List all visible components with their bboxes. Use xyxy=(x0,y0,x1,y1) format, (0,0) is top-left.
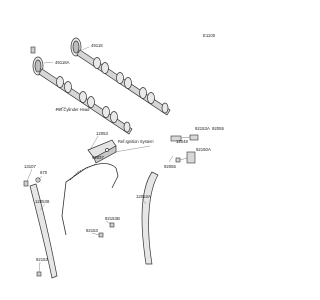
label-92153a: 92153A xyxy=(195,126,210,131)
parts-diagram: E1100 xyxy=(23,33,225,279)
label-670: 670 xyxy=(40,170,48,175)
label-12053: 12053 xyxy=(96,131,109,136)
tensioner-lines xyxy=(179,136,191,161)
label-49118a: 49118A xyxy=(55,60,70,65)
cam-chain xyxy=(61,163,119,236)
chain-guide-bracket xyxy=(87,139,117,164)
ref-ignition-system: Ref.Ignition System xyxy=(118,139,154,144)
label-13107: 13107 xyxy=(24,164,37,169)
label-12048: 12048 xyxy=(176,139,189,144)
label-92150a: 92150A xyxy=(196,147,211,152)
chain-guide-right xyxy=(141,171,159,265)
label-120538: 120538 xyxy=(35,199,50,204)
cam-bolt xyxy=(30,46,36,54)
leader-lines xyxy=(26,46,174,273)
tensioner-body xyxy=(170,135,182,142)
tensioner-plunger xyxy=(186,151,196,164)
upper-camshaft xyxy=(70,37,171,116)
label-92055b: 92055 xyxy=(164,164,177,169)
label-12053a: 12053A xyxy=(136,194,151,199)
label-92153-bottom: 92153 xyxy=(36,257,49,262)
ref-cylinder-head: Ref.Cylinder Head xyxy=(56,107,90,112)
guide-bolts xyxy=(23,177,115,277)
drawing-code: E1100 xyxy=(203,33,216,38)
label-49118: 49118 xyxy=(91,43,103,48)
tensioner-guide-left xyxy=(29,183,58,279)
label-92055: 92055 xyxy=(212,126,225,131)
label-92153b: 92153B xyxy=(105,216,120,221)
part-labels: 49118 49118A 12053 92153A 92055 92150A 1… xyxy=(24,43,225,262)
camshaft-exploded-view: E1100 xyxy=(23,33,225,279)
label-92153: 92153 xyxy=(86,228,99,233)
tensioner-cap-bolt xyxy=(189,134,199,141)
lower-camshaft xyxy=(32,56,133,135)
label-92037: 92037 xyxy=(92,155,105,160)
